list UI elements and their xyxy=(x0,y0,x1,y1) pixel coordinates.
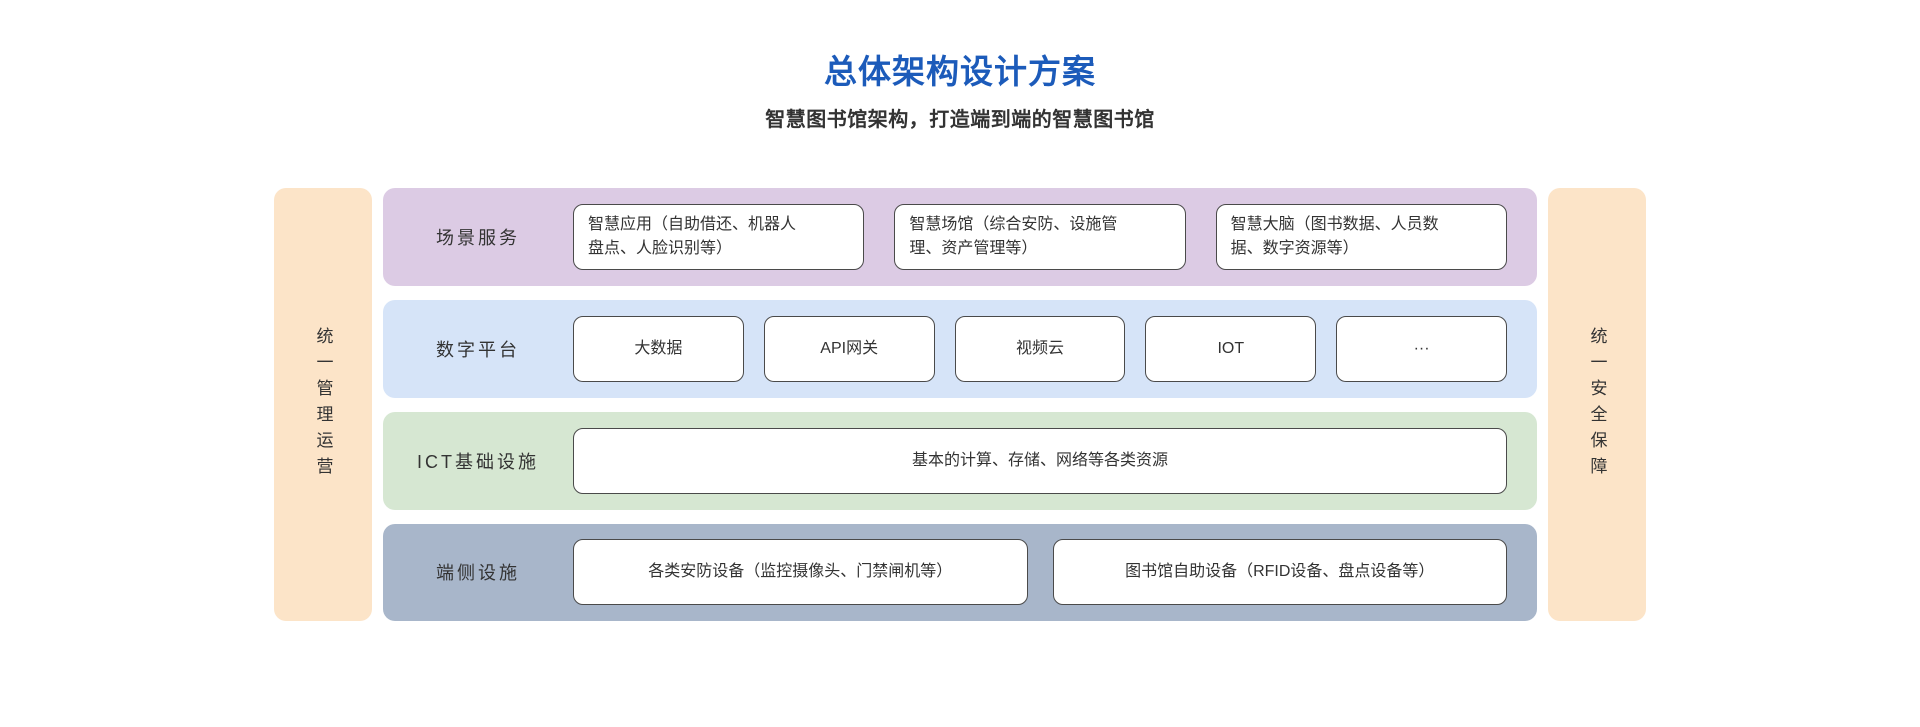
box-smart-venue-label: 智慧场馆（综合安防、设施管理、资产管理等） xyxy=(909,216,1118,258)
unified-security-label: 统一安全保障 xyxy=(1587,326,1607,483)
box-ict-resources: 基本的计算、存储、网络等各类资源 xyxy=(573,427,1507,494)
unified-management-label: 统一管理运营 xyxy=(313,326,333,483)
box-big-data-label: 大数据 xyxy=(634,339,683,357)
box-smart-brain-label: 智慧大脑（图书数据、人员数据、数字资源等） xyxy=(1230,216,1439,258)
layer-scene-services: 场景服务 智慧应用（自助借还、机器人盘点、人脸识别等） 智慧场馆（综合安防、设施… xyxy=(383,188,1537,287)
edge-devices-boxes: 各类安防设备（监控摄像头、门禁闸机等） 图书馆自助设备（RFID设备、盘点设备等… xyxy=(573,539,1507,606)
layer-ict-infrastructure: ICT基础设施 基本的计算、存储、网络等各类资源 xyxy=(383,411,1537,510)
box-library-self-service-devices-label: 图书馆自助设备（RFID设备、盘点设备等） xyxy=(1125,563,1435,581)
page-subtitle: 智慧图书馆架构，打造端到端的智慧图书馆 xyxy=(765,109,1155,132)
box-more-label: ··· xyxy=(1413,339,1430,357)
box-video-cloud-label: 视频云 xyxy=(1015,339,1064,357)
box-api-gateway: API网关 xyxy=(763,315,935,382)
unified-security-bar: 统一安全保障 xyxy=(1548,188,1646,622)
architecture-diagram: 统一管理运营 场景服务 智慧应用（自助借还、机器人盘点、人脸识别等） 智慧场馆（… xyxy=(274,188,1646,622)
box-video-cloud: 视频云 xyxy=(954,315,1126,382)
digital-platform-boxes: 大数据 API网关 视频云 IOT ··· xyxy=(573,315,1507,382)
box-api-gateway-label: API网关 xyxy=(820,339,879,357)
box-big-data: 大数据 xyxy=(573,315,744,382)
box-more: ··· xyxy=(1336,315,1507,382)
page-title: 总体架构设计方案 xyxy=(824,53,1096,90)
box-ict-resources-label: 基本的计算、存储、网络等各类资源 xyxy=(911,451,1168,469)
layer-stack: 场景服务 智慧应用（自助借还、机器人盘点、人脸识别等） 智慧场馆（综合安防、设施… xyxy=(383,188,1537,622)
box-iot-label: IOT xyxy=(1217,339,1245,357)
layer-digital-platform: 数字平台 大数据 API网关 视频云 IOT ··· xyxy=(383,300,1537,398)
layer-scene-services-label: 场景服务 xyxy=(436,228,520,249)
box-iot: IOT xyxy=(1145,315,1317,382)
layer-digital-platform-label: 数字平台 xyxy=(436,339,520,360)
box-security-devices: 各类安防设备（监控摄像头、门禁闸机等） xyxy=(573,539,1028,606)
layer-edge-devices: 端侧设施 各类安防设备（监控摄像头、门禁闸机等） 图书馆自助设备（RFID设备、… xyxy=(383,523,1537,622)
layer-edge-devices-label: 端侧设施 xyxy=(436,563,520,584)
scene-services-boxes: 智慧应用（自助借还、机器人盘点、人脸识别等） 智慧场馆（综合安防、设施管理、资产… xyxy=(573,204,1507,271)
box-security-devices-label: 各类安防设备（监控摄像头、门禁闸机等） xyxy=(648,563,953,581)
box-smart-application-label: 智慧应用（自助借还、机器人盘点、人脸识别等） xyxy=(588,216,797,258)
ict-infrastructure-boxes: 基本的计算、存储、网络等各类资源 xyxy=(573,427,1507,494)
box-smart-venue: 智慧场馆（综合安防、设施管理、资产管理等） xyxy=(894,204,1186,271)
box-smart-application: 智慧应用（自助借还、机器人盘点、人脸识别等） xyxy=(573,204,865,271)
box-library-self-service-devices: 图书馆自助设备（RFID设备、盘点设备等） xyxy=(1052,539,1507,606)
layer-ict-infrastructure-label: ICT基础设施 xyxy=(417,451,539,472)
unified-management-bar: 统一管理运营 xyxy=(274,188,372,622)
box-smart-brain: 智慧大脑（图书数据、人员数据、数字资源等） xyxy=(1215,204,1507,271)
